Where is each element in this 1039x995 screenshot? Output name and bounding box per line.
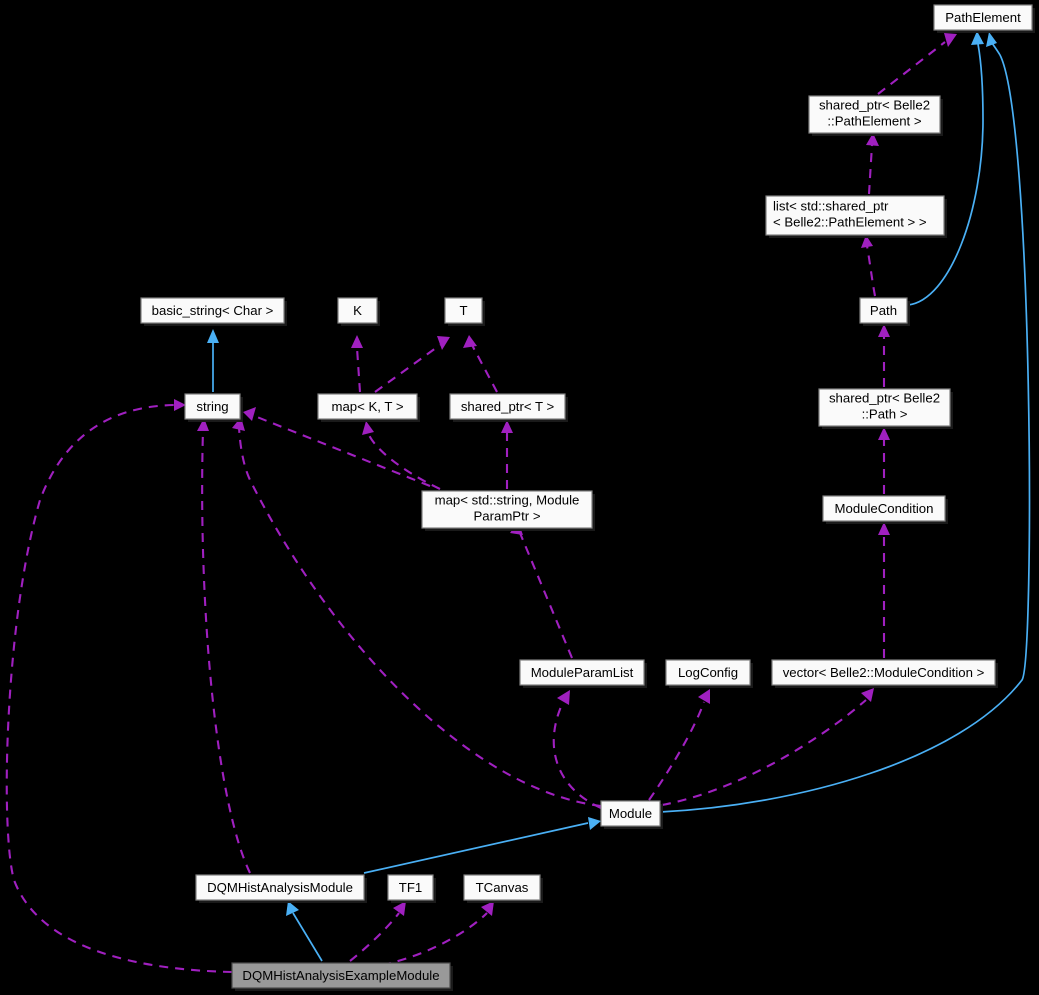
- node-module[interactable]: Module: [600, 800, 663, 829]
- node-label-module-condition: ModuleCondition: [835, 501, 934, 516]
- edge-dqmhistanalysisexamplemodule-to-tcanvas: [381, 901, 494, 967]
- node-tcanvas[interactable]: TCanvas: [463, 874, 543, 903]
- node-tf1[interactable]: TF1: [387, 874, 436, 903]
- edge-list-to-shared-ptr-pathelement: [866, 133, 879, 195]
- node-label-list-line1: list< std::shared_ptr: [773, 198, 889, 213]
- edge-dqmhistanalysisexamplemodule-to-tf1: [349, 901, 406, 962]
- edge-moduleparamlist-to-map-string-moduleparamptr: [510, 521, 573, 659]
- edge-shared-ptr-t-to-t: [463, 335, 498, 393]
- node-vector-module-condition[interactable]: vector< Belle2::ModuleCondition >: [771, 659, 998, 688]
- node-label-path-element: PathElement: [945, 10, 1021, 25]
- node-label-vector-module-condition: vector< Belle2::ModuleCondition >: [783, 665, 985, 680]
- node-label-shared-ptr-path-line2: ::Path >: [862, 406, 908, 421]
- node-label-shared-ptr-t: shared_ptr< T >: [461, 399, 555, 414]
- edge-module-to-string: [232, 417, 602, 808]
- edge-module-to-logconfig: [648, 689, 710, 801]
- edge-path-to-list: [861, 235, 877, 297]
- edge-example-to-dqmhistanalysismodule-inheritance: [286, 901, 323, 962]
- edge-dqmhistanalysisexamplemodule-to-string: [5, 399, 233, 974]
- edge-module-to-moduleparamlist: [552, 690, 602, 809]
- node-label-dqm-hist-analysis-module: DQMHistAnalysisModule: [207, 880, 353, 895]
- node-label-shared-ptr-path-line1: shared_ptr< Belle2: [829, 390, 940, 405]
- node-dqm-hist-analysis-example-module[interactable]: DQMHistAnalysisExampleModule: [231, 962, 453, 991]
- node-label-module-param-list: ModuleParamList: [531, 665, 634, 680]
- node-module-param-list[interactable]: ModuleParamList: [519, 659, 647, 688]
- edge-map-string-moduleparamptr-to-shared-ptr-t: [501, 420, 513, 489]
- edge-dqmhistanalysismodule-to-module-inheritance: [363, 817, 601, 874]
- edge-map-string-moduleparamptr-to-string: [243, 407, 431, 487]
- edge-layer: [5, 31, 1031, 974]
- node-dqm-hist-analysis-module[interactable]: DQMHistAnalysisModule: [195, 874, 367, 903]
- node-label-shared-ptr-pathelement-line1: shared_ptr< Belle2: [819, 97, 930, 112]
- node-module-condition[interactable]: ModuleCondition: [822, 495, 948, 524]
- edge-modulecondition-to-shared-ptr-path: [878, 427, 890, 494]
- node-label-map-string-moduleparamptr-line2: ParamPtr >: [473, 508, 540, 523]
- node-path[interactable]: Path: [859, 297, 910, 326]
- node-t[interactable]: T: [444, 297, 485, 326]
- node-map-k-t[interactable]: map< K, T >: [317, 393, 420, 422]
- node-label-path: Path: [870, 303, 897, 318]
- node-label-basic-string: basic_string< Char >: [152, 303, 274, 318]
- node-path-element[interactable]: PathElement: [933, 4, 1035, 33]
- node-label-t: T: [459, 303, 467, 318]
- edge-shared-ptr-pathelement-to-pathelement: [877, 33, 957, 95]
- edge-map-string-moduleparamptr-to-map-k-t: [362, 421, 441, 490]
- node-list-shared-ptr-pathelement[interactable]: list< std::shared_ptr < Belle2::PathElem…: [765, 195, 947, 238]
- node-label-string: string: [196, 399, 228, 414]
- edge-shared-ptr-path-to-path: [878, 324, 890, 387]
- node-string[interactable]: string: [184, 393, 243, 422]
- node-label-tcanvas: TCanvas: [476, 880, 529, 895]
- node-label-module: Module: [609, 806, 652, 821]
- edge-string-to-basic-string-inheritance: [207, 329, 219, 392]
- edge-path-to-pathelement-inheritance: [907, 31, 984, 306]
- node-shared-ptr-t[interactable]: shared_ptr< T >: [449, 393, 568, 422]
- node-label-tf1: TF1: [399, 880, 422, 895]
- node-shared-ptr-pathelement[interactable]: shared_ptr< Belle2 ::PathElement >: [808, 95, 943, 136]
- node-label-shared-ptr-pathelement-line2: ::PathElement >: [827, 113, 921, 128]
- node-label-list-line2: < Belle2::PathElement > >: [773, 214, 927, 229]
- edge-module-to-pathelement-inheritance: [659, 32, 1031, 813]
- node-k[interactable]: K: [337, 297, 380, 326]
- node-label-map-string-moduleparamptr-line1: map< std::string, Module: [435, 492, 580, 507]
- node-label-map-k-t: map< K, T >: [331, 399, 403, 414]
- edge-map-k-t-to-t: [374, 336, 450, 393]
- node-basic-string[interactable]: basic_string< Char >: [140, 297, 287, 326]
- node-label-log-config: LogConfig: [678, 665, 738, 680]
- node-label-k: K: [353, 303, 362, 318]
- edge-module-to-vector: [661, 688, 874, 807]
- node-log-config[interactable]: LogConfig: [665, 659, 753, 688]
- node-map-string-moduleparamptr[interactable]: map< std::string, Module ParamPtr >: [421, 490, 595, 531]
- node-layer: PathElement shared_ptr< Belle2 ::PathEle…: [140, 4, 1035, 991]
- node-label-dqm-hist-analysis-example-module: DQMHistAnalysisExampleModule: [242, 968, 439, 983]
- edge-map-k-t-to-k: [351, 335, 363, 393]
- edge-dqmhistanalysismodule-to-string: [197, 418, 251, 874]
- edge-vector-to-modulecondition: [878, 522, 890, 658]
- node-shared-ptr-path[interactable]: shared_ptr< Belle2 ::Path >: [818, 388, 953, 429]
